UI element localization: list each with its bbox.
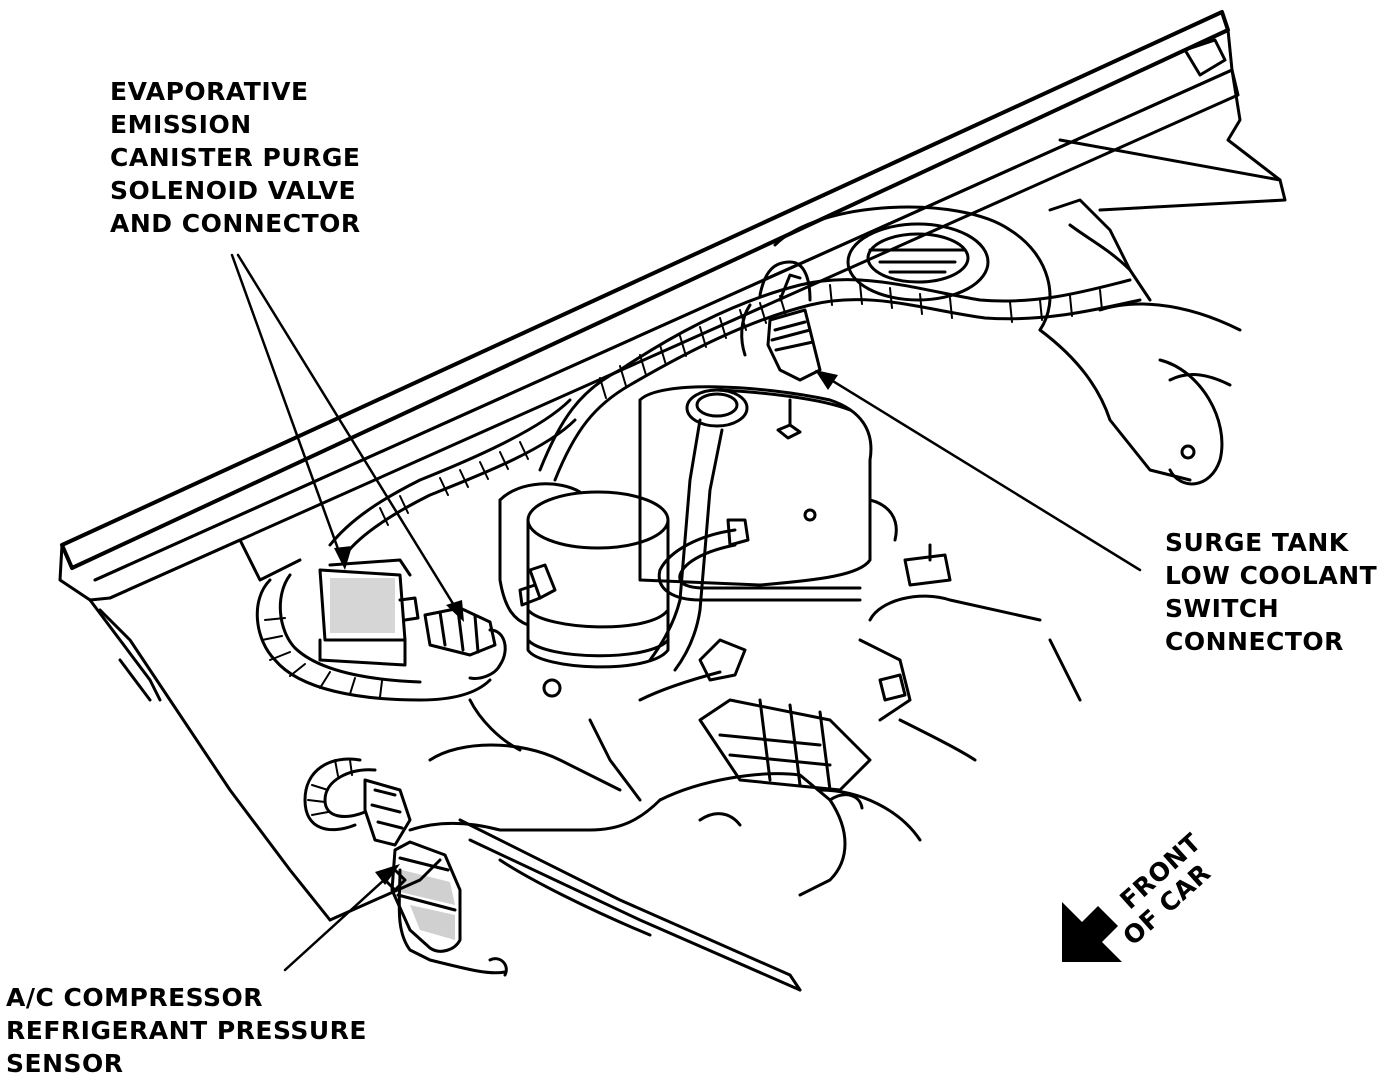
low-coolant-switch-connector bbox=[740, 260, 822, 382]
front-of-car-arrow bbox=[1062, 902, 1122, 962]
ac-pressure-sensor bbox=[303, 757, 508, 977]
purge-solenoid-valve bbox=[255, 558, 492, 702]
leader-lines bbox=[230, 253, 1142, 972]
label-line: A/C COMPRESSOR bbox=[6, 983, 264, 1012]
purge-valve-connector bbox=[423, 606, 507, 680]
label-line: CANISTER PURGE bbox=[110, 143, 361, 172]
evap-purge-solenoid-label: EVAPORATIVE EMISSION CANISTER PURGE SOLE… bbox=[110, 75, 361, 240]
label-line: AND CONNECTOR bbox=[110, 209, 361, 238]
label-line: SURGE TANK bbox=[1165, 528, 1349, 557]
arrowheads bbox=[334, 370, 838, 885]
label-line: CONNECTOR bbox=[1165, 627, 1344, 656]
frame-rails bbox=[328, 543, 1082, 992]
surge-tank bbox=[638, 385, 898, 587]
surge-tank-switch-label: SURGE TANK LOW COOLANT SWITCH CONNECTOR bbox=[1165, 526, 1377, 658]
cowl-panel bbox=[58, 10, 1287, 922]
label-line: LOW COOLANT bbox=[1165, 561, 1378, 590]
ac-pressure-sensor-label: A/C COMPRESSOR REFRIGERANT PRESSURE SENS… bbox=[6, 981, 367, 1080]
label-line: SWITCH bbox=[1165, 594, 1280, 623]
label-line: EVAPORATIVE bbox=[110, 77, 309, 106]
coolant-hoses bbox=[638, 418, 862, 702]
strut-tower bbox=[773, 205, 1242, 486]
label-line: SOLENOID VALVE bbox=[110, 176, 357, 205]
label-line: SENSOR bbox=[6, 1049, 124, 1078]
accumulator bbox=[498, 482, 670, 698]
wire-harness bbox=[328, 198, 1152, 557]
label-line: EMISSION bbox=[110, 110, 252, 139]
label-line: REFRIGERANT PRESSURE bbox=[6, 1016, 368, 1045]
